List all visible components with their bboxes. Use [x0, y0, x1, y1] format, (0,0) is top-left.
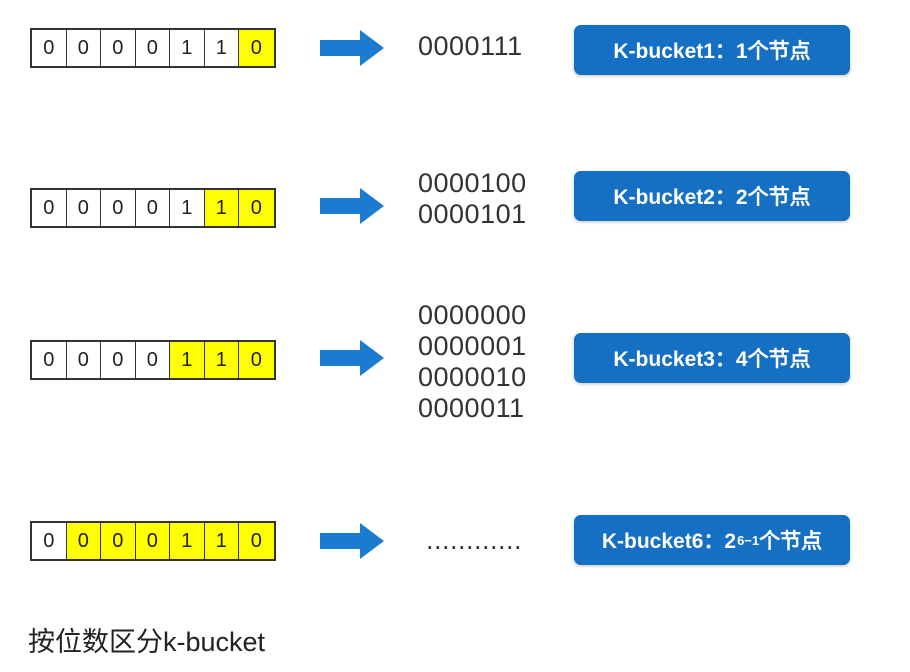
bit-cell: 1 [204, 342, 239, 378]
right-arrow-icon [320, 30, 384, 66]
k-bucket-label: K-bucket3：4个节点 [574, 333, 850, 383]
node-id: 0000000 [418, 300, 527, 330]
bit-cell: 0 [101, 342, 136, 378]
bit-cell: 0 [239, 523, 274, 559]
bit-cell: 0 [32, 190, 67, 226]
k-bucket-label-suffix: 个节点 [759, 530, 823, 553]
bit-cell: 0 [67, 190, 101, 226]
bit-cell: 0 [67, 30, 101, 66]
bit-cell: 0 [136, 342, 170, 378]
bit-cell: 0 [136, 30, 170, 66]
bit-cell: 1 [205, 30, 239, 66]
node-id: 0000011 [418, 393, 525, 423]
caption: 按位数区分k-bucket [28, 627, 266, 657]
bit-cell: 1 [170, 523, 205, 559]
k-bucket-label-exponent: 6−1 [737, 532, 760, 548]
bit-cell: 0 [239, 342, 274, 378]
node-id: 0000111 [418, 31, 523, 61]
node-id-list: ............ [426, 525, 566, 556]
right-arrow-icon [320, 188, 384, 224]
right-arrow-icon [320, 523, 384, 559]
bit-cell: 1 [170, 342, 205, 378]
node-id: 0000101 [418, 199, 527, 229]
bit-cell: 0 [239, 30, 274, 66]
bit-cell: 0 [136, 190, 170, 226]
node-id: 0000001 [418, 331, 527, 361]
bit-cell: 0 [32, 523, 67, 559]
node-id: 0000010 [418, 362, 527, 392]
bit-cell: 1 [170, 30, 205, 66]
k-bucket-label: K-bucket1：1个节点 [574, 25, 850, 75]
bit-cell: 1 [204, 523, 239, 559]
bit-cell: 0 [101, 30, 136, 66]
bit-cell: 0 [67, 342, 101, 378]
bit-cell: 0 [66, 523, 101, 559]
k-bucket-label: K-bucket2：2个节点 [574, 171, 850, 221]
node-id-list: 0000111 [418, 31, 558, 62]
node-id: 0000100 [418, 168, 527, 198]
bit-cell: 0 [101, 523, 136, 559]
bit-cell: 0 [101, 190, 136, 226]
right-arrow-icon [320, 340, 384, 376]
bit-cell: 0 [32, 30, 67, 66]
bit-cell: 0 [32, 342, 67, 378]
bit-cell: 1 [204, 190, 239, 226]
bit-cell: 0 [239, 190, 274, 226]
k-bucket-label-prefix: K-bucket6：2 [601, 530, 737, 553]
bit-cell: 0 [135, 523, 170, 559]
node-id: ............ [426, 525, 523, 555]
bit-cell: 1 [170, 190, 205, 226]
